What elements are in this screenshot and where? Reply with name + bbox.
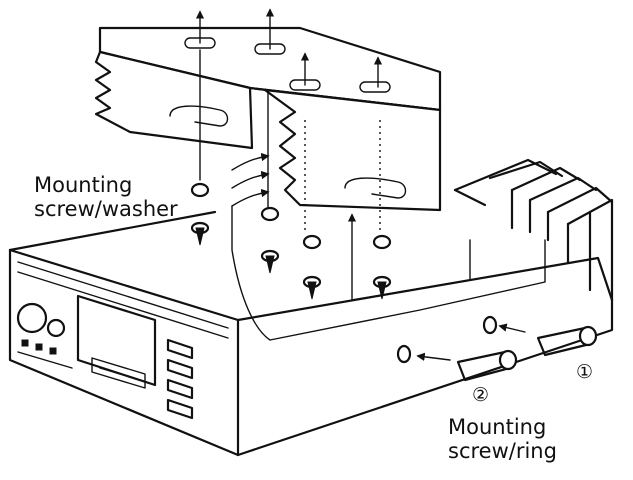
- screw-ring-2: [416, 349, 518, 382]
- front-panel: [16, 294, 194, 420]
- screw-ring-1: [498, 323, 598, 357]
- step-2-marker: ②: [472, 384, 490, 406]
- label-line: Mounting: [448, 415, 547, 439]
- label-mounting-screw-washer: Mounting screw/washer: [34, 173, 178, 221]
- heatsink-fins: [453, 158, 614, 302]
- mounting-bracket: [94, 26, 442, 212]
- lift-arrows: [195, 8, 383, 88]
- side-hole-1: [482, 315, 498, 335]
- label-mounting-screw-ring: Mounting screw/ring: [448, 415, 557, 463]
- label-line: Mounting: [34, 173, 133, 197]
- mounting-screws: [190, 182, 392, 300]
- step-1-marker: ①: [576, 361, 594, 383]
- side-hole-2: [396, 344, 412, 364]
- label-line: screw/ring: [448, 439, 557, 463]
- slide-arrows: [231, 152, 546, 341]
- label-line: screw/washer: [34, 197, 178, 221]
